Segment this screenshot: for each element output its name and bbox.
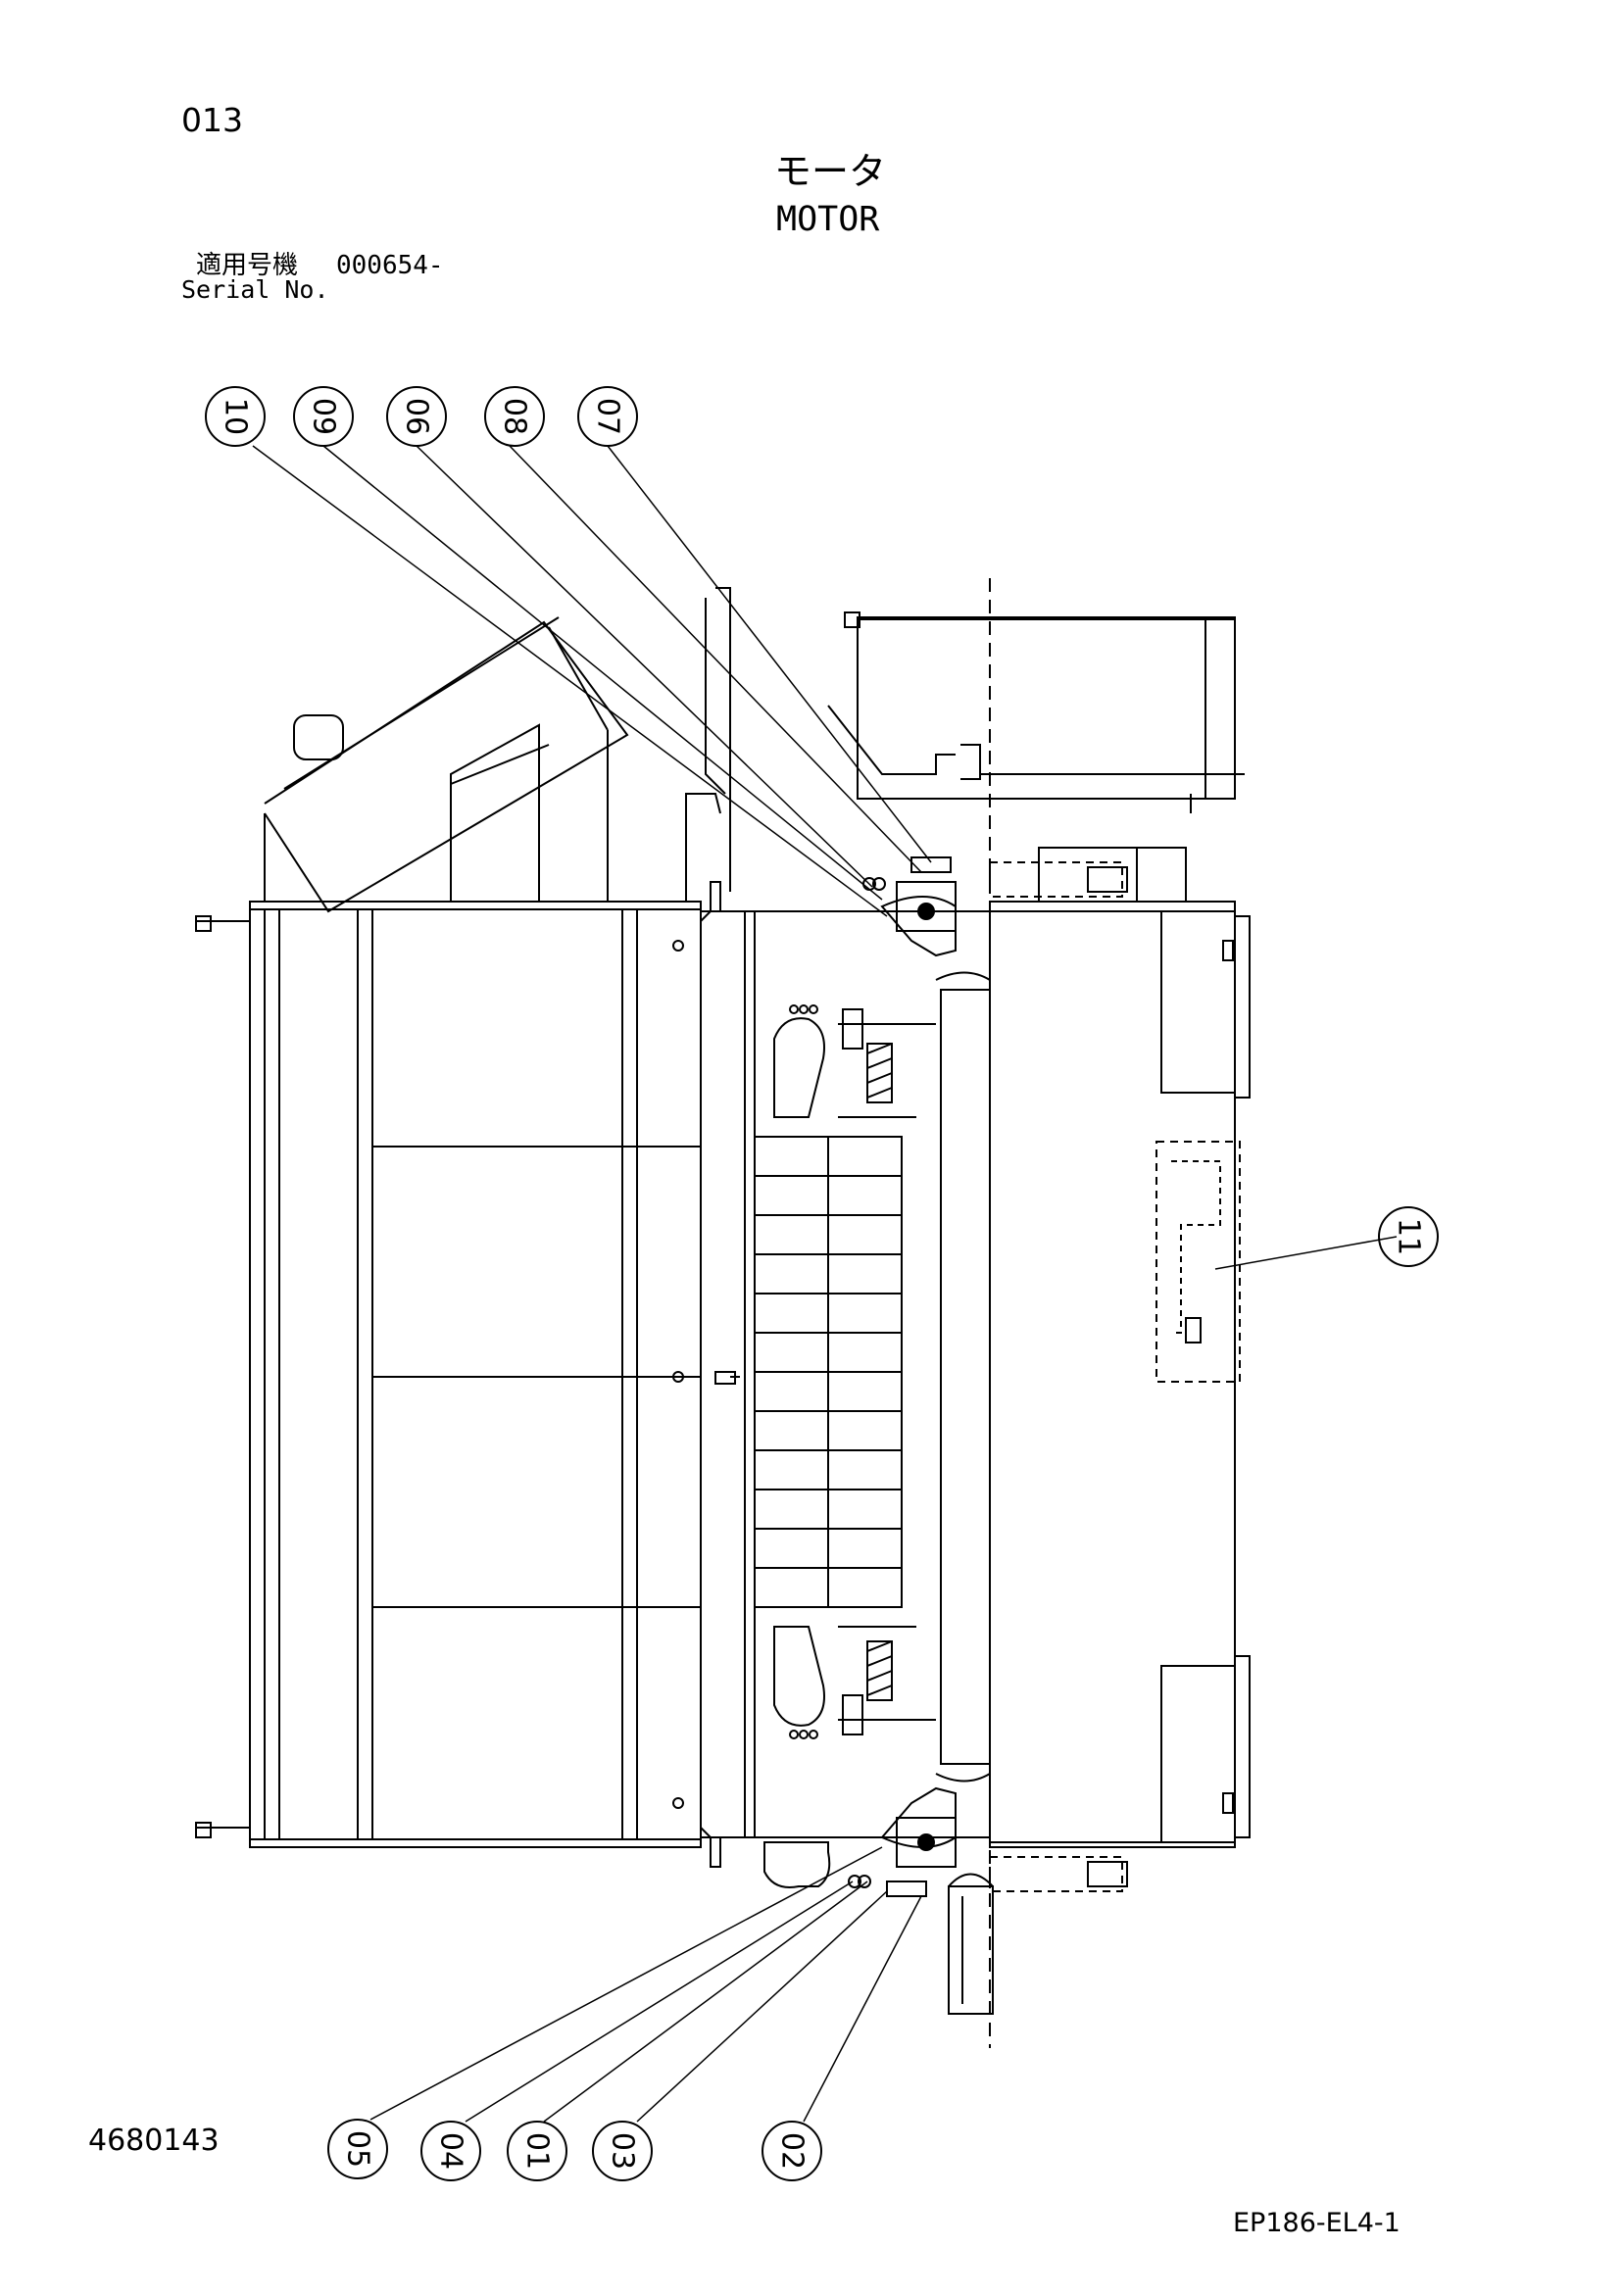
lower-winding [773, 1626, 936, 1739]
svg-text:02: 02 [775, 2132, 810, 2170]
callout-05: 05 [327, 2119, 388, 2179]
svg-text:06: 06 [400, 398, 434, 435]
callout-10: 10 [205, 386, 266, 447]
svg-text:03: 03 [606, 2132, 640, 2170]
right-housing [989, 901, 1251, 1848]
serial-label-english: Serial No. [181, 275, 329, 304]
upper-winding [773, 1004, 936, 1118]
leader-lines [252, 445, 1398, 2123]
sheet-code: EP186-EL4-1 [1233, 2208, 1401, 2238]
callout-09: 09 [293, 386, 354, 447]
serial-number-value: 000654- [336, 251, 444, 280]
callout-06: 06 [386, 386, 447, 447]
callout-07: 07 [577, 386, 638, 447]
page-number: 013 [181, 101, 243, 139]
callout-04: 04 [420, 2121, 481, 2181]
callout-03: 03 [592, 2121, 653, 2181]
upper-housing [705, 587, 1245, 903]
svg-text:04: 04 [434, 2132, 468, 2170]
callout-01: 01 [507, 2121, 567, 2181]
inner-frame [700, 881, 991, 1868]
angled-inlet [264, 616, 721, 913]
serial-label-japanese: 適用号機 [196, 251, 299, 280]
lower-bearing [763, 1786, 1128, 1897]
stator-core [754, 1136, 903, 1608]
svg-text:07: 07 [591, 398, 625, 435]
title-english: MOTOR [776, 200, 880, 239]
svg-text:10: 10 [219, 398, 253, 435]
callout-02: 02 [762, 2121, 822, 2181]
svg-text:08: 08 [498, 398, 532, 435]
upper-bearing [862, 856, 1128, 957]
svg-text:11: 11 [1392, 1218, 1426, 1255]
title-japanese: モータ [774, 150, 887, 193]
svg-text:01: 01 [520, 2132, 555, 2170]
svg-text:09: 09 [307, 398, 341, 435]
callout-11: 11 [1378, 1206, 1439, 1267]
drawing-number: 4680143 [88, 2124, 220, 2158]
shaft [935, 971, 994, 2015]
main-body [195, 901, 702, 1848]
callout-08: 08 [484, 386, 545, 447]
svg-text:05: 05 [341, 2130, 375, 2168]
